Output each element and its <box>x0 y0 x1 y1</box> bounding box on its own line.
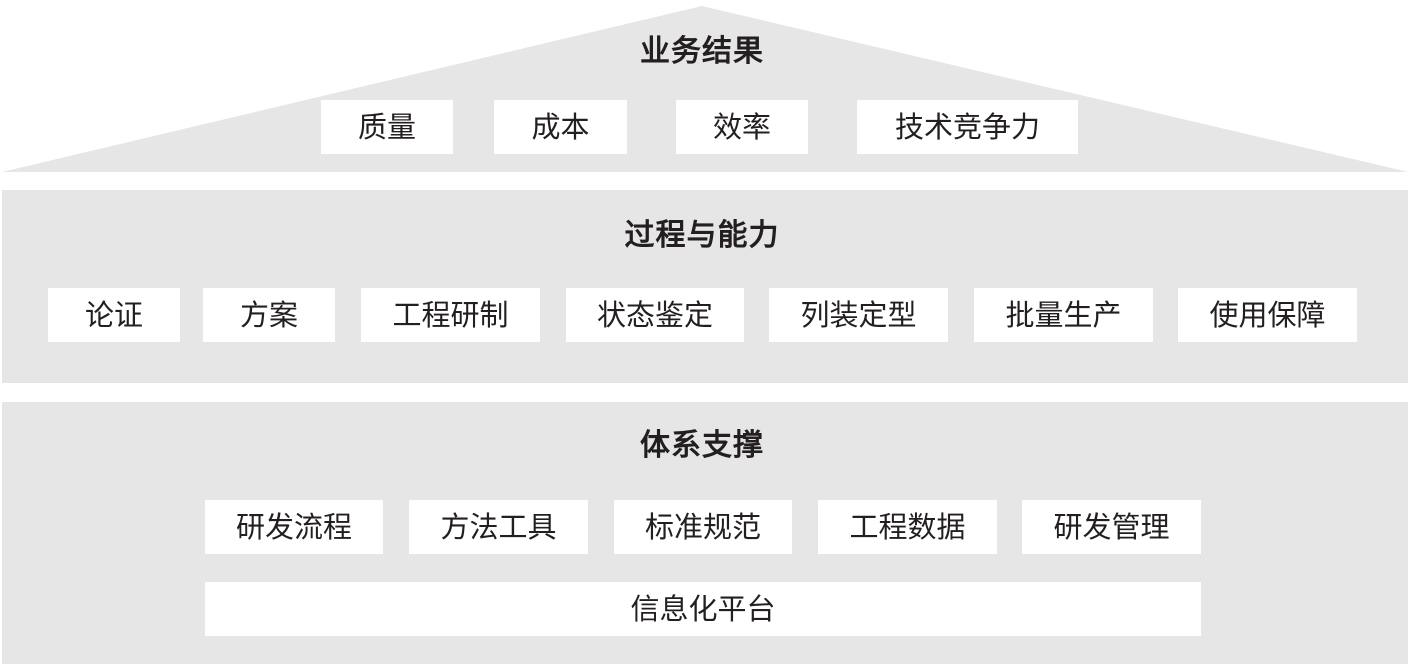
results-item-quality: 质量 <box>321 100 453 154</box>
support-platform: 信息化平台 <box>205 582 1201 636</box>
process-item-engineering-development: 工程研制 <box>361 288 540 342</box>
results-item-tech-competitiveness: 技术竞争力 <box>857 100 1078 154</box>
process-item-use-support: 使用保障 <box>1178 288 1357 342</box>
process-item-equipment-finalization: 列装定型 <box>769 288 948 342</box>
support-title: 体系支撑 <box>640 428 764 463</box>
process-item-state-identification: 状态鉴定 <box>566 288 744 342</box>
process-item-mass-production: 批量生产 <box>974 288 1153 342</box>
results-item-cost: 成本 <box>494 100 627 154</box>
results-item-efficiency: 效率 <box>676 100 808 154</box>
process-item-scheme: 方案 <box>203 288 335 342</box>
support-item-rd-management: 研发管理 <box>1022 500 1201 554</box>
support-item-rd-process: 研发流程 <box>205 500 383 554</box>
process-item-demonstration: 论证 <box>48 288 180 342</box>
results-title: 业务结果 <box>640 34 764 69</box>
process-title: 过程与能力 <box>624 218 780 253</box>
support-item-engineering-data: 工程数据 <box>818 500 997 554</box>
support-item-methods-tools: 方法工具 <box>409 500 588 554</box>
support-item-standards: 标准规范 <box>614 500 792 554</box>
process-band <box>2 190 1408 383</box>
